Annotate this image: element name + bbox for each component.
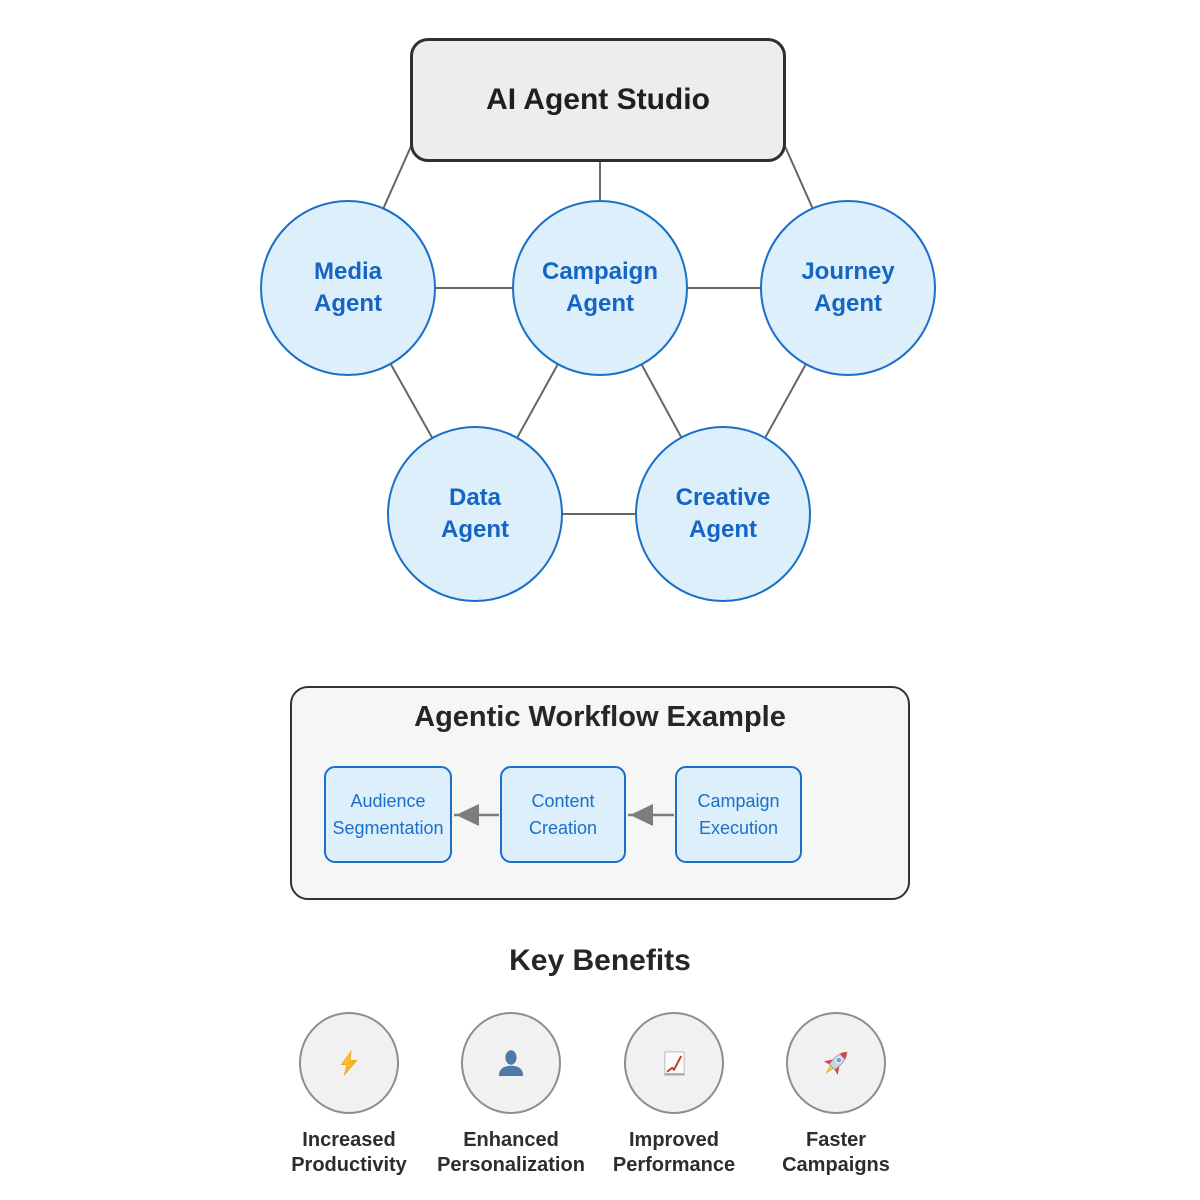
workflow-step-label-line: Content <box>531 791 595 812</box>
benefit-circle <box>299 1012 399 1114</box>
benefit-label-line: Improved <box>628 1129 720 1151</box>
benefit-label: Increased Productivity <box>264 1128 434 1178</box>
workflow-title: Agentic Workflow Example <box>414 701 786 733</box>
workflow-step-label-line: Creation <box>528 817 598 838</box>
agent-node-creative: Creative Agent <box>635 426 811 602</box>
workflow-step-label-line: Segmentation <box>332 817 444 838</box>
chart-increasing-icon <box>663 1050 685 1076</box>
agent-node-label-line: Creative <box>675 483 771 511</box>
workflow-step-content-creation: Content Creation <box>500 766 626 863</box>
arrow-left-icon <box>628 804 674 826</box>
benefit-label-line: Campaigns <box>782 1154 890 1176</box>
agent-node-label-line: Agent <box>566 290 634 317</box>
root-node-label: AI Agent Studio <box>486 83 710 116</box>
workflow-panel: Agentic Workflow Example Audience Segmen… <box>290 686 910 900</box>
agent-node-label-line: Agent <box>689 516 757 543</box>
workflow-step-campaign-execution: Campaign Execution <box>675 766 802 863</box>
workflow-step-label-line: Audience <box>350 791 426 812</box>
workflow-step-label-line: Execution <box>698 817 779 838</box>
lightning-icon <box>340 1049 358 1076</box>
benefit-label-line: Increased <box>302 1129 396 1151</box>
agent-node-label-line: Agent <box>441 516 509 543</box>
benefit-label: Improved Performance <box>589 1128 759 1178</box>
agent-node-media: Media Agent <box>260 200 436 376</box>
rocket-icon <box>823 1051 848 1076</box>
arrow-left-icon <box>454 804 499 826</box>
benefit-label-line: Faster <box>805 1129 867 1151</box>
person-icon <box>499 1050 523 1076</box>
agent-node-label-line: Data <box>448 483 502 511</box>
benefit-circle <box>461 1012 561 1114</box>
benefit-label-line: Enhanced <box>463 1129 559 1151</box>
benefit-label: Faster Campaigns <box>751 1128 921 1178</box>
benefit-circle <box>786 1012 886 1114</box>
workflow-step-label-line: Campaign <box>697 791 780 812</box>
agent-node-campaign: Campaign Agent <box>512 200 688 376</box>
agent-node-journey: Journey Agent <box>760 200 936 376</box>
benefits-title: Key Benefits <box>509 944 691 977</box>
benefit-label-line: Productivity <box>291 1154 407 1176</box>
agent-node-data: Data Agent <box>387 426 563 602</box>
benefit-label: Enhanced Personalization <box>426 1128 596 1178</box>
workflow-step-audience-segmentation: Audience Segmentation <box>324 766 452 863</box>
root-node-ai-agent-studio: AI Agent Studio <box>410 38 786 162</box>
benefit-circle <box>624 1012 724 1114</box>
benefit-enhanced-personalization: Enhanced Personalization <box>426 1012 596 1178</box>
benefit-increased-productivity: Increased Productivity <box>264 1012 434 1178</box>
agent-node-label-line: Campaign <box>541 257 658 285</box>
benefit-label-line: Performance <box>612 1154 736 1176</box>
benefit-improved-performance: Improved Performance <box>589 1012 759 1178</box>
agent-node-label-line: Journey <box>801 257 895 285</box>
agent-node-label-line: Agent <box>814 290 882 317</box>
agent-node-label-line: Media <box>313 257 382 285</box>
agent-node-label-line: Agent <box>314 290 382 317</box>
benefit-label-line: Personalization <box>437 1154 585 1176</box>
benefit-faster-campaigns: Faster Campaigns <box>751 1012 921 1178</box>
